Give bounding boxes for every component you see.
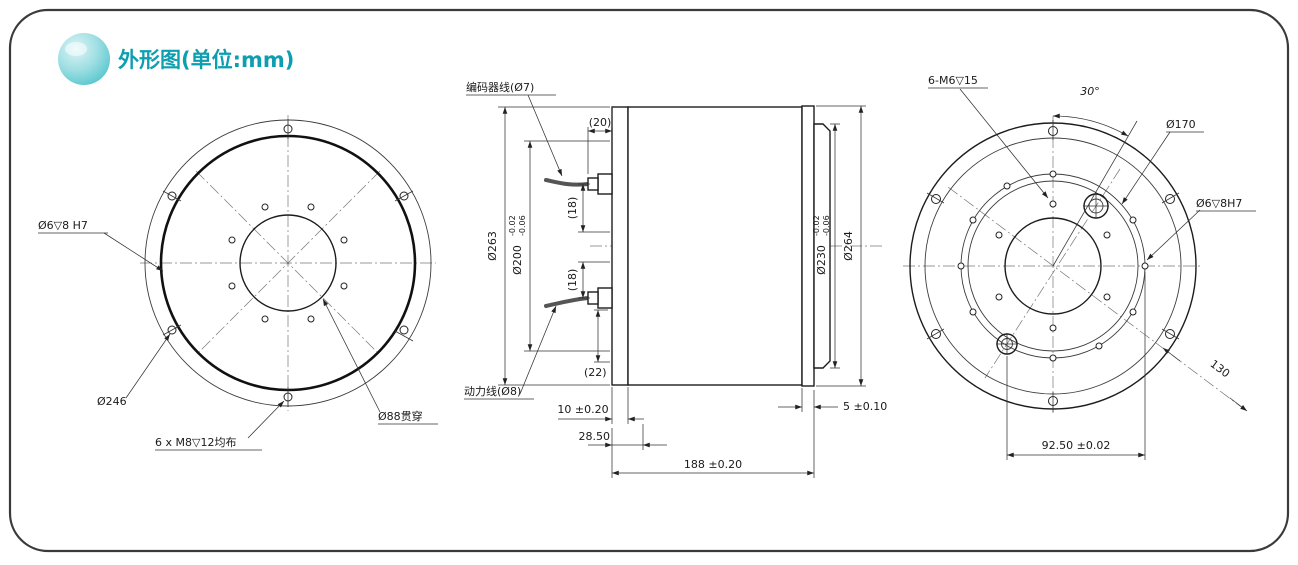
svg-text:Ø263: Ø263 <box>486 231 499 261</box>
page-title: 外形图(单位:mm) <box>118 48 294 72</box>
front-bolt-circle-label: Ø246 <box>97 395 127 408</box>
svg-text:-0.02: -0.02 <box>508 215 517 236</box>
rear-center-hole-circle <box>1004 217 1102 315</box>
svg-text:188 ±0.20: 188 ±0.20 <box>684 458 742 471</box>
front-center-hole-circle <box>239 214 337 312</box>
svg-text:Ø230: Ø230 <box>815 245 828 275</box>
side-front-flange <box>611 106 629 386</box>
power-cable-label: 动力线(Ø8) <box>464 384 521 398</box>
dim-18-top: (18) <box>566 183 610 233</box>
rear-hole-spec-label: Ø6▽8H7 <box>1196 197 1242 210</box>
front-inner-holes <box>228 203 348 323</box>
svg-text:Ø264: Ø264 <box>842 231 855 261</box>
dim-10: 10 ±0.20 <box>557 387 644 424</box>
dim-22: (22) <box>584 309 610 379</box>
svg-text:Ø200: Ø200 <box>511 245 524 275</box>
front-centerlines <box>140 115 436 411</box>
rear-mid-holes <box>957 170 1149 362</box>
dim-28-5: 28.50 <box>579 424 667 450</box>
svg-text:-0.06: -0.06 <box>518 215 527 236</box>
rear-dia-170-label: Ø170 <box>1166 118 1196 131</box>
side-rear-flange <box>801 105 815 387</box>
rear-gland-power <box>996 333 1018 355</box>
dim-dia-230: Ø230 -0.02 -0.06 <box>812 123 840 369</box>
dim-dia-263: Ø263 <box>486 106 610 386</box>
side-body <box>627 106 803 386</box>
svg-text:30°: 30° <box>1080 85 1100 98</box>
rear-inner-holes <box>995 200 1111 332</box>
svg-text:-0.02: -0.02 <box>812 215 821 236</box>
dim-188: 188 ±0.20 <box>611 390 815 478</box>
front-labels: Ø6▽8 H7 Ø246 6 x M8▽12均布 Ø88贯穿 <box>38 219 438 451</box>
svg-text:10 ±0.20: 10 ±0.20 <box>557 403 608 416</box>
dim-5: 5 ±0.10 <box>778 388 887 413</box>
svg-text:(18): (18) <box>566 197 579 220</box>
svg-text:5 ±0.10: 5 ±0.10 <box>843 400 887 413</box>
power-cable-gland <box>544 287 613 309</box>
svg-text:28.50: 28.50 <box>579 430 611 443</box>
rear-inner-circle <box>967 180 1139 352</box>
title-dot-icon <box>58 33 110 85</box>
dim-angle-30: 30° <box>1052 85 1138 267</box>
rear-tap-spec-label: 6-M6▽15 <box>928 74 978 87</box>
dim-dia-200: Ø200 -0.02 -0.06 <box>508 140 610 352</box>
svg-text:(18): (18) <box>566 269 579 292</box>
side-spigot <box>813 123 831 369</box>
svg-text:-0.06: -0.06 <box>822 215 831 236</box>
svg-text:(22): (22) <box>584 366 607 379</box>
svg-text:92.50 ±0.02: 92.50 ±0.02 <box>1042 439 1111 452</box>
dim-20: (20) <box>587 107 613 174</box>
title-dot-highlight <box>65 42 87 56</box>
title-block: 外形图(单位:mm) <box>58 33 294 85</box>
side-view: 编码器线(Ø7) 动力线(Ø8) (20) (18) (18) <box>464 80 887 478</box>
dim-dia-264: Ø264 <box>816 105 866 387</box>
encoder-cable-label: 编码器线(Ø7) <box>466 80 534 94</box>
front-hole-spec-label: Ø6▽8 H7 <box>38 219 88 232</box>
front-mount-holes-label: 6 x M8▽12均布 <box>155 436 236 449</box>
front-center-hole-label: Ø88贯穿 <box>378 409 423 423</box>
svg-text:(20): (20) <box>589 116 612 129</box>
dim-92-5: 92.50 ±0.02 <box>1006 272 1146 460</box>
dim-18-bottom: (18) <box>566 261 610 299</box>
front-view: Ø6▽8 H7 Ø246 6 x M8▽12均布 Ø88贯穿 <box>38 115 438 451</box>
front-bolt-holes <box>162 119 414 407</box>
